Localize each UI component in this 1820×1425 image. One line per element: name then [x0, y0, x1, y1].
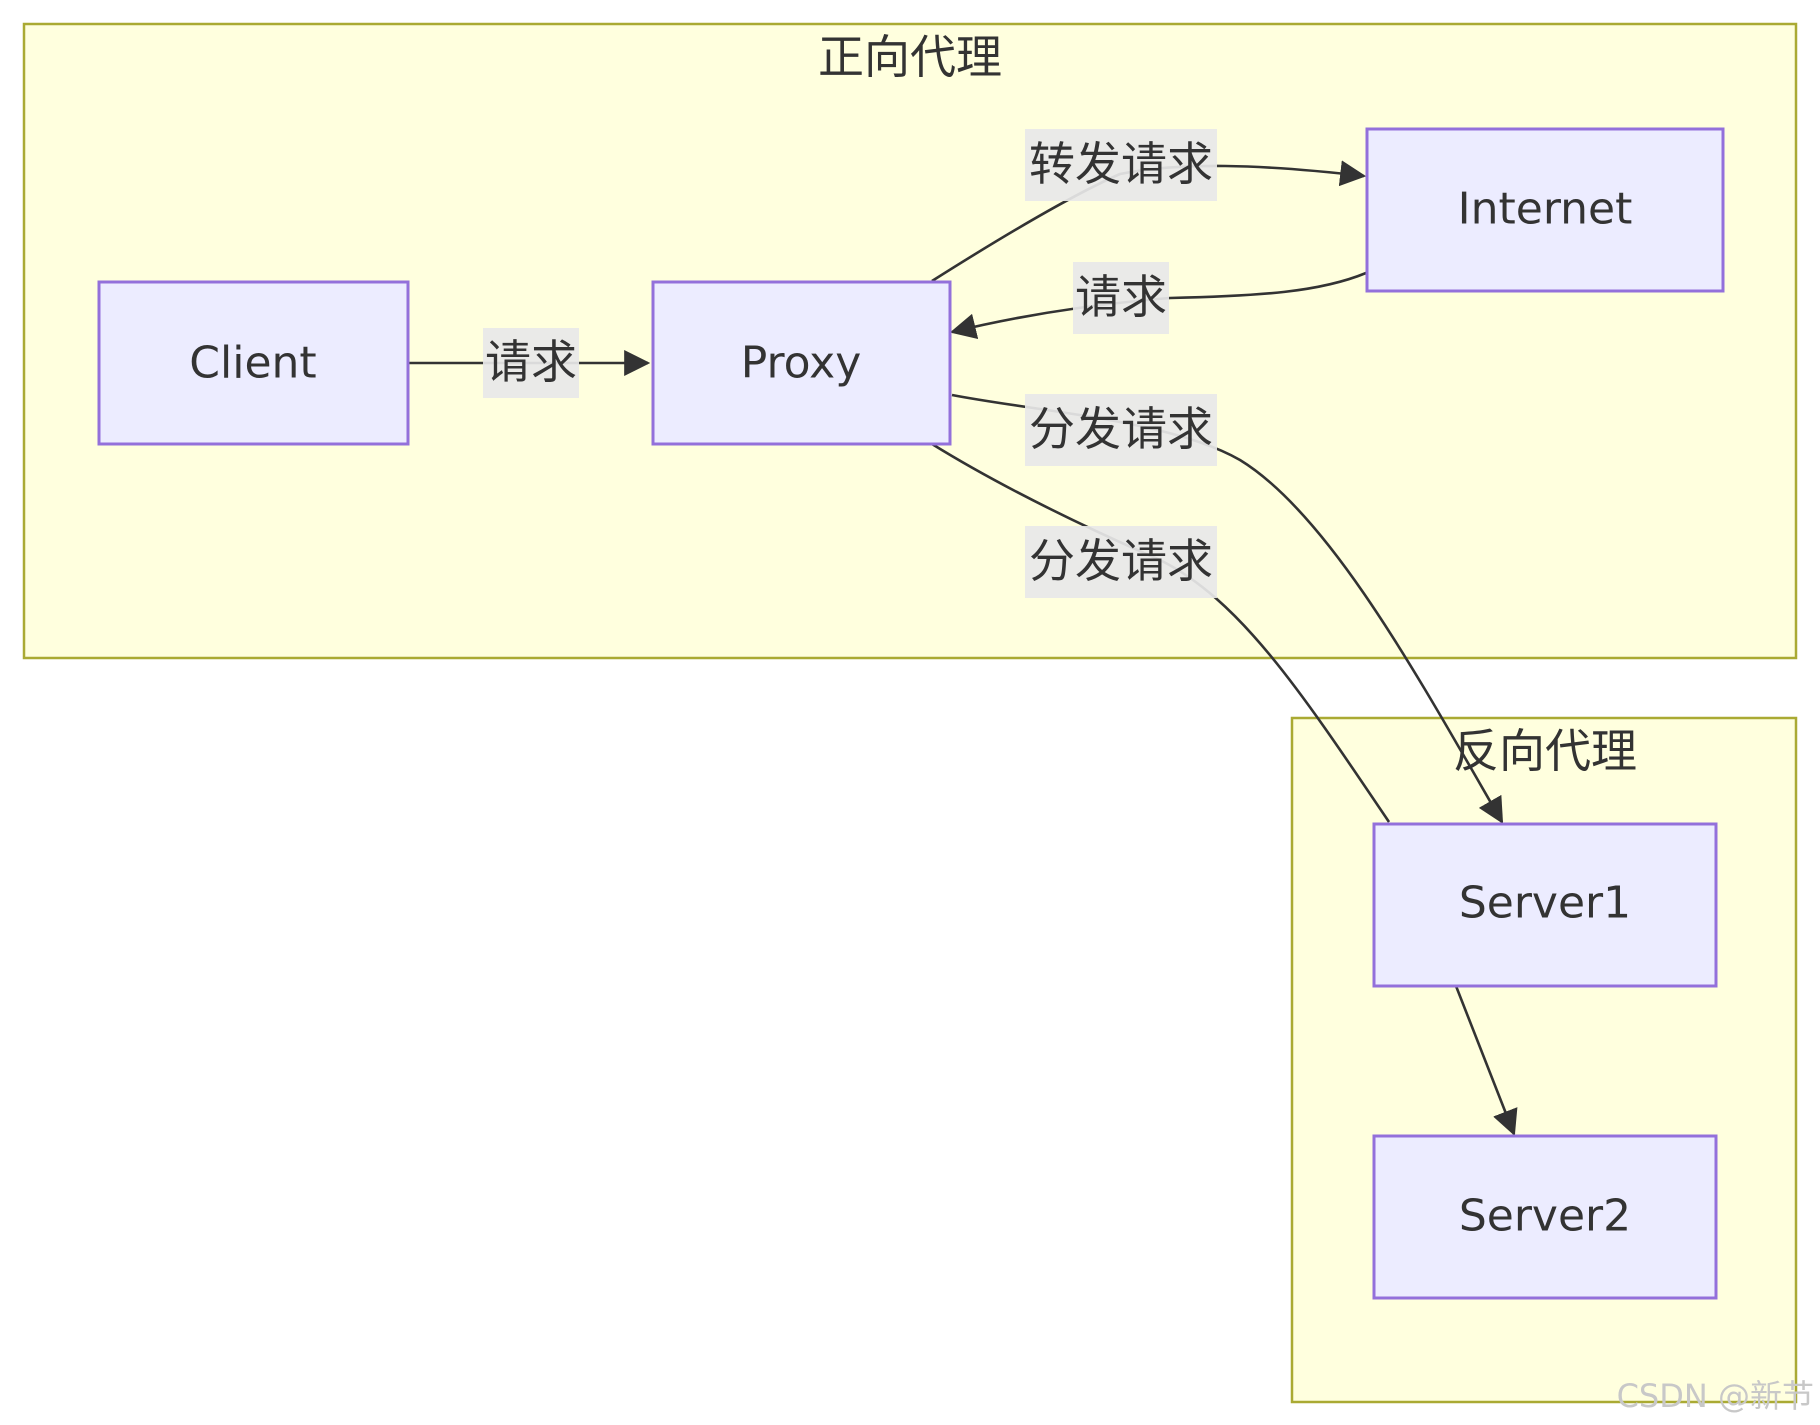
nodes: Client Proxy Internet Server1 Server2	[97, 127, 1725, 1300]
edge-label-bg	[1025, 129, 1217, 201]
edge-label-bg	[1025, 394, 1217, 466]
edge-label-proxy-server2: 分发请求	[1025, 526, 1217, 598]
edge-internet-to-proxy	[949, 271, 1367, 340]
edge-label-text: 请求	[485, 335, 577, 389]
edge-label-proxy-internet: 转发请求	[1025, 129, 1217, 201]
node-server1-box[interactable]	[1372, 822, 1718, 988]
node-client-label: Client	[189, 338, 316, 389]
node-internet-label: Internet	[1458, 184, 1633, 235]
edge-server1-to-server2	[1454, 985, 1518, 1137]
node-client-box[interactable]	[97, 280, 410, 446]
node-server2-box[interactable]	[1372, 1134, 1718, 1300]
edge-label-bg	[1073, 262, 1169, 334]
node-server2-label: Server2	[1459, 1191, 1631, 1242]
edge-label-text: 转发请求	[1029, 137, 1213, 191]
edge-label-client-proxy: 请求	[483, 328, 579, 398]
node-client[interactable]: Client	[97, 280, 410, 446]
subgraph-forward-title: 正向代理	[818, 30, 1002, 84]
node-proxy-label: Proxy	[741, 338, 862, 389]
watermark-text: CSDN @新节	[1617, 1377, 1814, 1415]
node-proxy-box[interactable]	[651, 280, 952, 446]
edge-label-internet-proxy: 请求	[1073, 262, 1169, 334]
node-internet[interactable]: Internet	[1365, 127, 1725, 293]
node-server2[interactable]: Server2	[1372, 1134, 1718, 1300]
edge-label-text: 分发请求	[1029, 534, 1213, 588]
subgraph-reverse-title: 反向代理	[1453, 724, 1637, 778]
edge-label-text: 请求	[1075, 270, 1167, 324]
edge-labels: 请求 转发请求 请求 分发请求 分发请求	[483, 129, 1217, 598]
node-proxy[interactable]: Proxy	[651, 280, 952, 446]
edge-label-bg	[1025, 526, 1217, 598]
node-server1-label: Server1	[1459, 878, 1631, 929]
node-server1[interactable]: Server1	[1372, 822, 1718, 988]
edge-label-text: 分发请求	[1029, 402, 1213, 456]
node-internet-box[interactable]	[1365, 127, 1725, 293]
edge-label-bg	[483, 328, 579, 398]
edge-label-proxy-server1: 分发请求	[1025, 394, 1217, 466]
